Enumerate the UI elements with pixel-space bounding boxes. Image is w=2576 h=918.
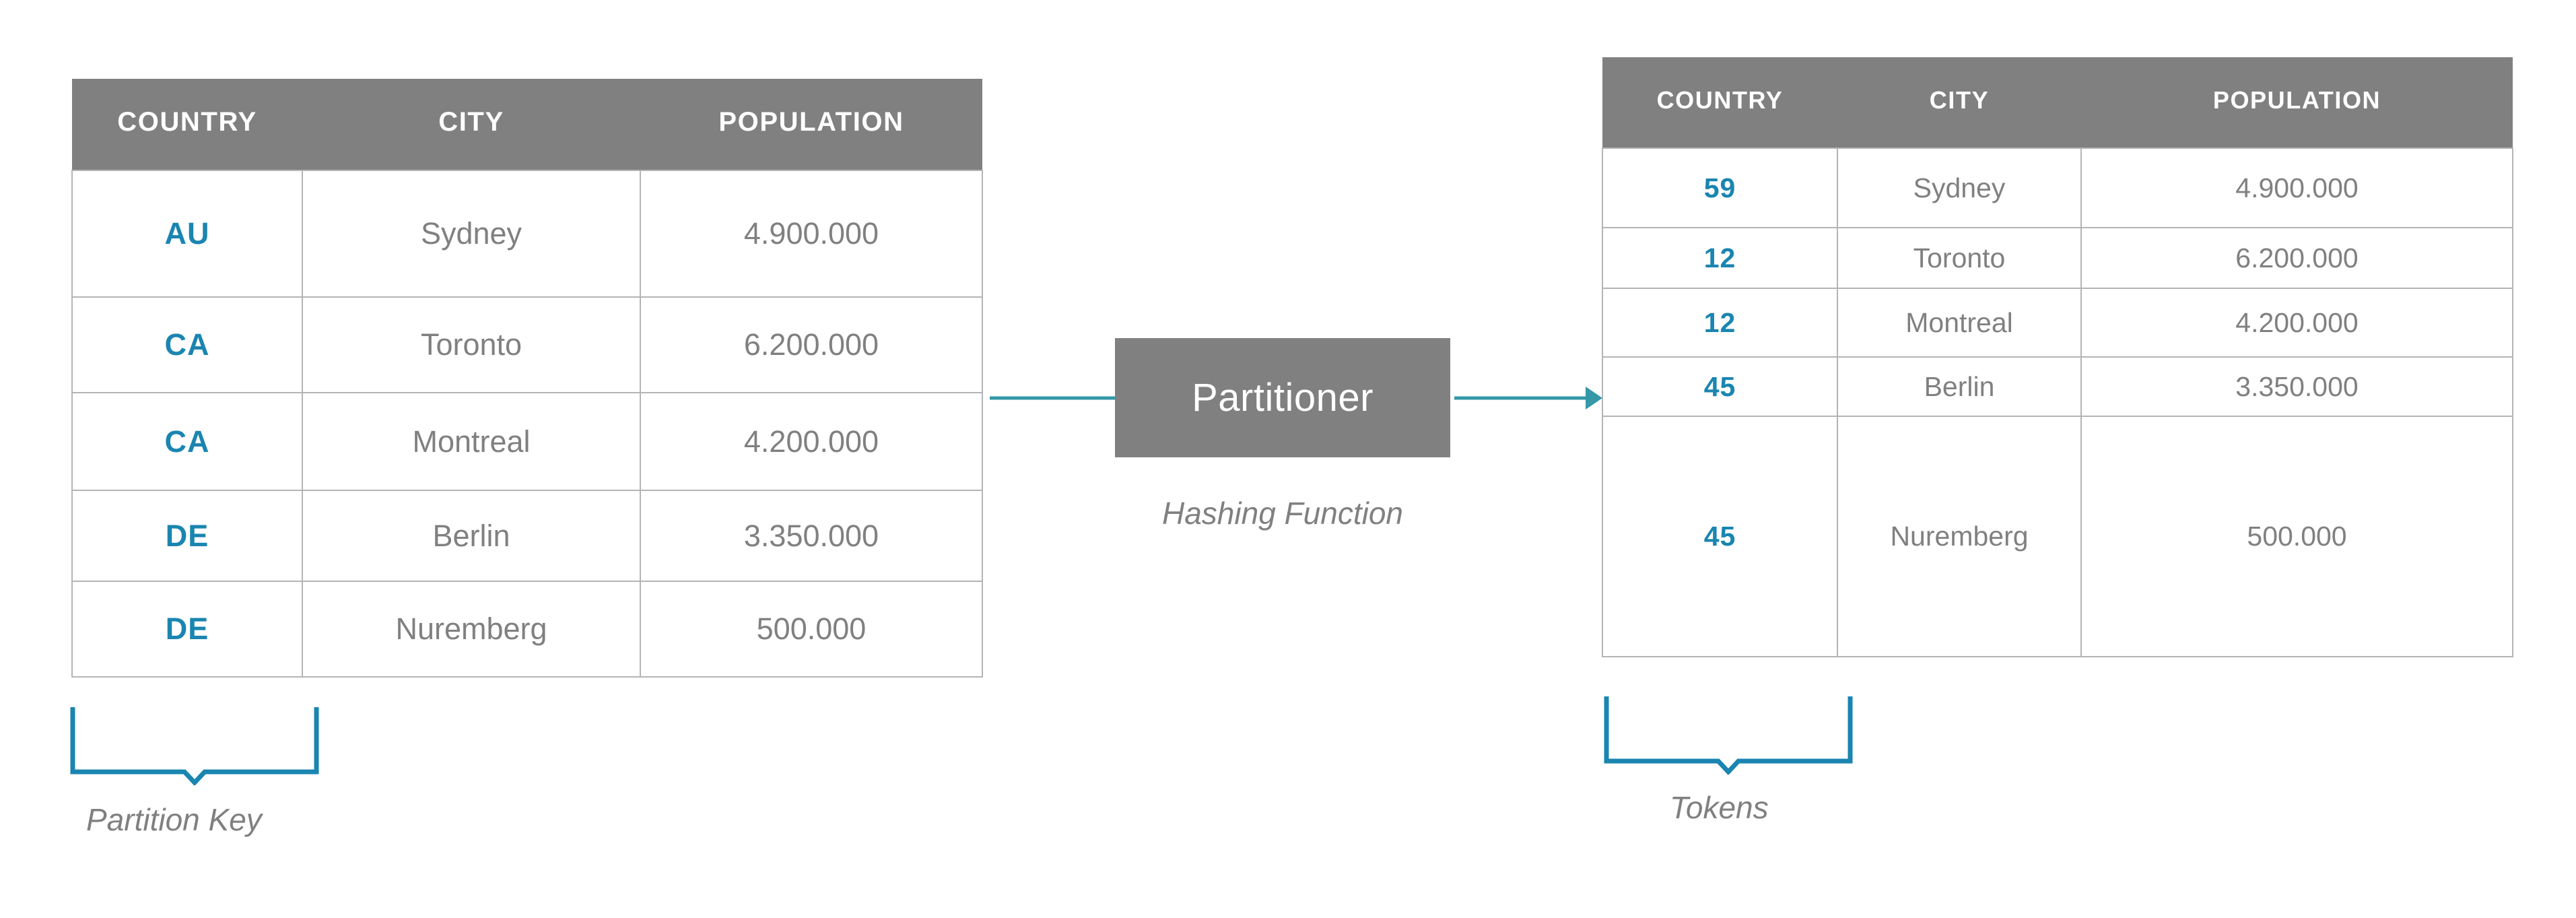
column-header-population: POPULATION	[718, 107, 904, 137]
city-cell: Sydney	[1837, 147, 2082, 228]
table-row: 45 Berlin 3.350.000	[1602, 356, 2513, 417]
table-header-row: COUNTRY CITY POPULATION	[1602, 57, 2513, 148]
city-cell: Montreal	[1837, 288, 2082, 358]
city-cell: Toronto	[1837, 227, 2082, 289]
partition-key-brace	[70, 707, 319, 785]
city-cell: Montreal	[302, 392, 641, 491]
partitioner-box: Partitioner	[1115, 338, 1450, 457]
city-cell: Toronto	[302, 296, 641, 393]
city-cell: Nuremberg	[1837, 416, 2082, 657]
table-row: 12 Montreal 4.200.000	[1602, 288, 2513, 358]
token-cell: 45	[1602, 416, 1838, 657]
column-header-city: CITY	[1929, 86, 1990, 114]
partition-key-caption: Partition Key	[86, 802, 262, 837]
table-row: CA Toronto 6.200.000	[71, 296, 983, 393]
table-row: DE Nuremberg 500.000	[71, 581, 983, 678]
city-cell: Sydney	[302, 170, 641, 298]
population-cell: 500.000	[640, 581, 983, 678]
city-cell: Berlin	[302, 490, 641, 582]
partition-key-cell: DE	[71, 490, 303, 582]
population-cell: 4.200.000	[2080, 288, 2513, 358]
population-cell: 4.900.000	[640, 170, 983, 298]
population-cell: 3.350.000	[640, 490, 983, 582]
table-row: CA Montreal 4.200.000	[71, 392, 983, 491]
source-table: COUNTRY CITY POPULATION AU Sydney 4.900.…	[71, 79, 983, 678]
population-cell: 3.350.000	[2080, 356, 2513, 417]
partitioner-label: Partitioner	[1192, 376, 1374, 420]
token-cell: 59	[1602, 147, 1838, 228]
table-row: 59 Sydney 4.900.000	[1602, 147, 2513, 228]
population-cell: 6.200.000	[2080, 227, 2513, 289]
token-cell: 12	[1602, 227, 1838, 289]
arrow-head-icon	[1586, 387, 1602, 409]
table-row: DE Berlin 3.350.000	[71, 490, 983, 582]
token-cell: 12	[1602, 288, 1838, 358]
population-cell: 6.200.000	[640, 296, 983, 393]
tokens-caption: Tokens	[1670, 790, 1769, 825]
table-row: 12 Toronto 6.200.000	[1602, 227, 2513, 289]
brace-path	[1604, 696, 1853, 775]
table-row: 45 Nuremberg 500.000	[1602, 416, 2513, 657]
tokens-brace	[1604, 696, 1853, 775]
brace-path	[70, 707, 319, 785]
population-cell: 500.000	[2080, 416, 2513, 657]
column-header-country: COUNTRY	[117, 107, 257, 137]
partition-key-cell: CA	[71, 296, 303, 393]
flow-arrow	[990, 387, 1602, 409]
population-cell: 4.200.000	[640, 392, 983, 491]
table-header-row: COUNTRY CITY POPULATION	[72, 79, 982, 170]
column-header-city: CITY	[438, 107, 504, 137]
token-cell: 45	[1602, 356, 1838, 417]
population-cell: 4.900.000	[2080, 147, 2513, 228]
city-cell: Nuremberg	[302, 581, 641, 678]
tokenized-table: COUNTRY CITY POPULATION 59 Sydney 4.900.…	[1602, 57, 2513, 657]
partition-key-cell: CA	[71, 392, 303, 491]
partition-key-cell: DE	[71, 581, 303, 678]
column-header-population: POPULATION	[2212, 86, 2381, 114]
city-cell: Berlin	[1837, 356, 2082, 417]
hashing-function-caption: Hashing Function	[1162, 496, 1403, 531]
column-header-country: COUNTRY	[1656, 86, 1784, 114]
partition-key-cell: AU	[71, 170, 303, 298]
table-row: AU Sydney 4.900.000	[71, 170, 983, 298]
